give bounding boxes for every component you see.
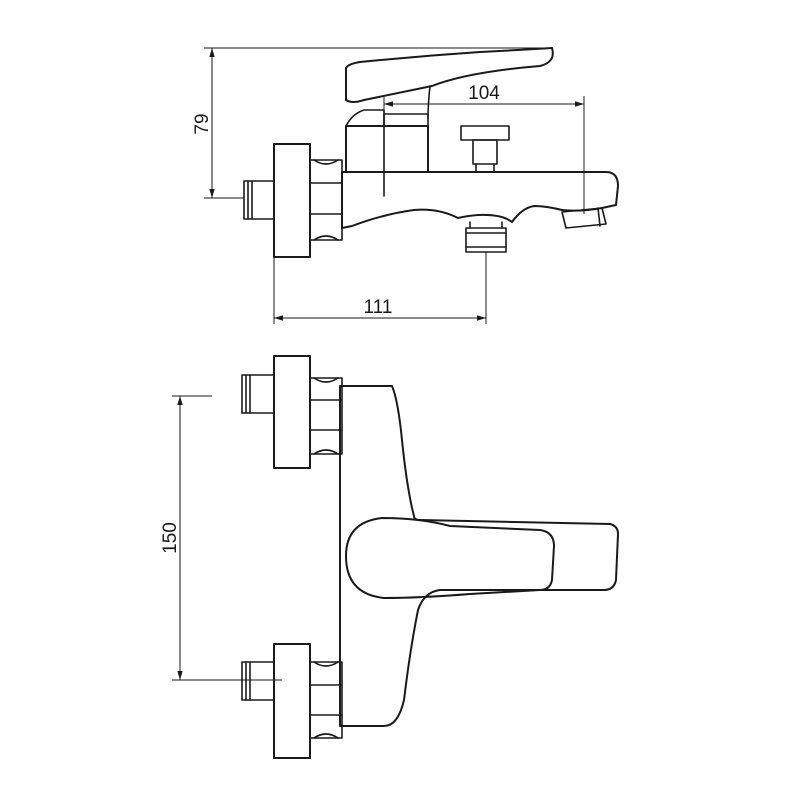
dimension-label-104: 104 [468, 83, 500, 104]
dimension-150: 150 [160, 395, 282, 681]
hex-nut [309, 159, 343, 241]
lower-inlet [241, 643, 343, 759]
side-view: 79 104 111 [192, 47, 619, 324]
diverter-knob [460, 125, 510, 173]
lever-handle [345, 47, 554, 103]
upper-inlet [241, 355, 343, 469]
spout-aerator [561, 207, 607, 229]
dimension-111: 111 [273, 252, 487, 324]
dimension-label-150: 150 [160, 522, 181, 554]
mixer-body-front [339, 385, 619, 727]
wall-flange [273, 143, 311, 258]
lever-handle-front [345, 517, 555, 599]
front-view: 150 [160, 355, 619, 759]
dimension-label-79: 79 [192, 113, 213, 134]
inlet-connector [243, 180, 275, 220]
dimension-79: 79 [192, 47, 548, 199]
dimension-label-111: 111 [364, 297, 393, 318]
shower-outlet-connector [465, 221, 507, 253]
dimension-104: 104 [383, 83, 585, 214]
cartridge-housing [345, 109, 429, 197]
